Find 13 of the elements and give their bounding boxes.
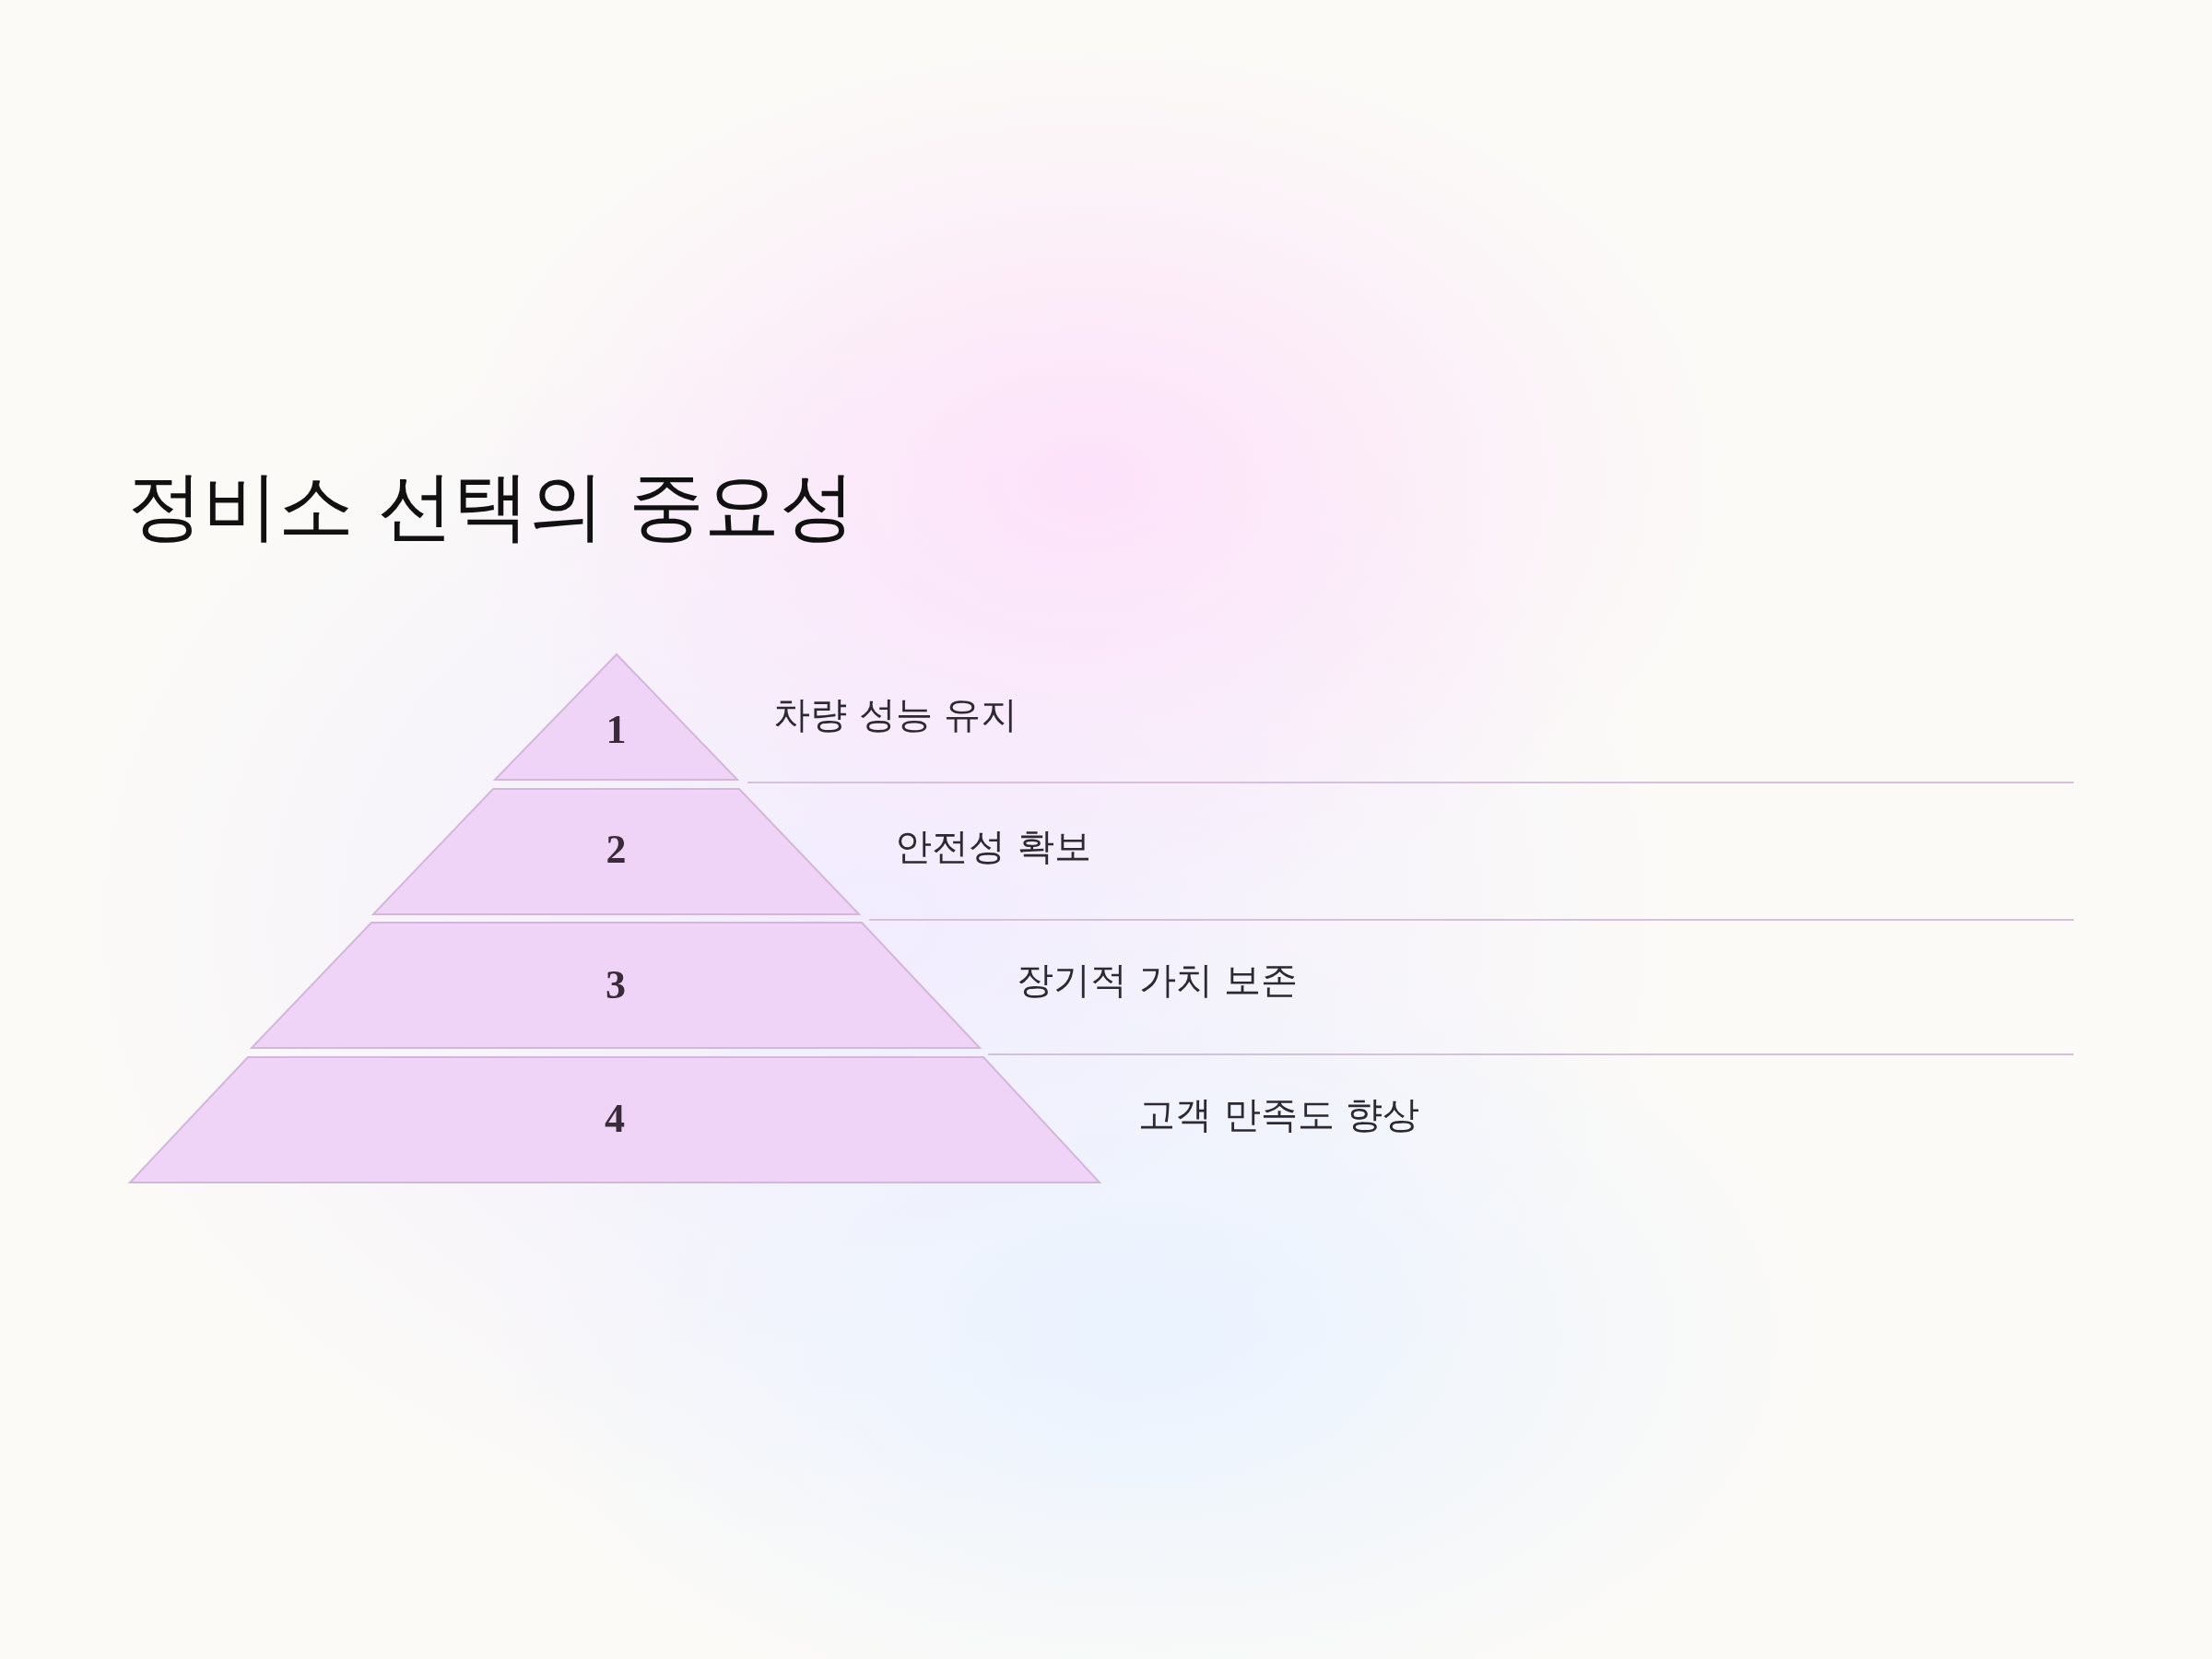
tier-label: 장기적 가치 보존 (1017, 958, 1299, 1002)
tier-label: 고객 만족도 향상 (1138, 1092, 1420, 1136)
pyramid-tier (252, 923, 980, 1048)
tier-number: 4 (605, 1099, 625, 1139)
tier-number: 2 (606, 830, 627, 870)
pyramid-tier (130, 1057, 1100, 1182)
title: 정비소 선택의 중요성 (127, 461, 856, 551)
tier-label: 차량 성능 유지 (773, 692, 1018, 736)
tier-number: 1 (606, 710, 627, 750)
tier-label: 안전성 확보 (895, 824, 1091, 868)
pyramid-tier (373, 789, 859, 914)
pyramid-tier (495, 654, 737, 780)
tier-number: 3 (606, 965, 626, 1006)
